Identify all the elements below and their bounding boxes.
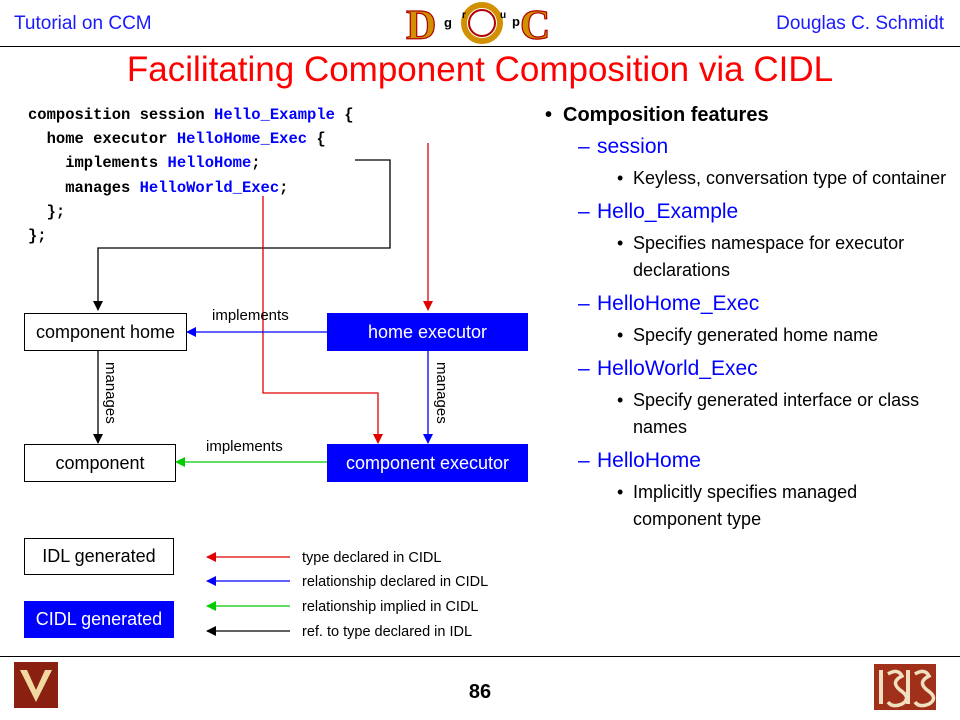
code-keyword: home executor <box>28 130 177 149</box>
code-keyword: implements <box>28 154 168 173</box>
composition-features-list: Composition features –session Keyless, c… <box>545 104 950 541</box>
svg-text:D: D <box>406 3 436 46</box>
manages-label-right: manages <box>433 362 450 424</box>
desc-hellohome-exec: Specify generated home name <box>545 322 950 349</box>
code-identifier: HelloHome <box>167 154 252 173</box>
page-number: 86 <box>468 681 492 703</box>
slide-title: Facilitating Component Composition via C… <box>126 50 834 89</box>
legend-cidl-generated-box: CIDL generated <box>24 601 174 638</box>
implements-label-top: implements <box>212 307 289 324</box>
code-keyword: ; <box>251 154 261 173</box>
term-hello-example: –Hello_Example <box>578 200 739 223</box>
header-author: Douglas C. Schmidt <box>776 13 944 34</box>
svg-text:C: C <box>520 3 550 46</box>
component-home-box: component home <box>24 313 187 351</box>
desc-hellohome: Implicitly specifies managed component t… <box>545 479 950 533</box>
term-hellohome: –HelloHome <box>578 449 701 472</box>
code-line: composition session Hello_Example { <box>28 103 354 127</box>
svg-text:p: p <box>512 14 520 29</box>
code-keyword: }; <box>28 202 66 221</box>
component-executor-box: component executor <box>327 444 528 482</box>
header-divider <box>0 46 960 47</box>
legend-text-relationship-declared: relationship declared in CIDL <box>302 574 488 590</box>
vanderbilt-logo <box>14 662 58 708</box>
svg-text:g: g <box>444 15 452 30</box>
code-keyword: { <box>307 130 326 149</box>
implements-label-bottom: implements <box>206 438 283 455</box>
term-helloworld-exec: –HelloWorld_Exec <box>578 357 758 380</box>
doc-group-logo: D C g r u p <box>402 2 558 46</box>
code-keyword: }; <box>28 227 47 246</box>
code-identifier: Hello_Example <box>214 106 335 124</box>
header-course-title: Tutorial on CCM <box>14 13 152 34</box>
home-executor-box: home executor <box>327 313 528 351</box>
component-box: component <box>24 444 176 482</box>
code-line: }; <box>28 200 354 224</box>
idl-ref-arrow <box>93 159 391 311</box>
term-hellohome-exec: –HelloHome_Exec <box>578 292 760 315</box>
code-keyword: composition session <box>28 106 215 124</box>
bullet-heading: Composition features <box>545 104 950 127</box>
desc-helloworld-exec: Specify generated interface or class nam… <box>545 387 950 441</box>
legend-text-relationship-implied: relationship implied in CIDL <box>302 599 479 615</box>
svg-text:r: r <box>462 10 466 21</box>
desc-hello-example: Specifies namespace for executor declara… <box>545 230 950 284</box>
manages-label-left: manages <box>102 362 119 424</box>
legend-text-idl-ref: ref. to type declared in IDL <box>302 624 472 640</box>
code-line: home executor HelloHome_Exec { <box>28 127 354 151</box>
code-identifier: HelloWorld_Exec <box>139 178 280 197</box>
desc-session: Keyless, conversation type of container <box>545 165 950 192</box>
code-line: implements HelloHome; <box>28 151 354 175</box>
cidl-code-block: composition session Hello_Example { home… <box>28 103 354 248</box>
code-line: manages HelloWorld_Exec; <box>28 176 354 200</box>
term-session: –session <box>578 135 669 158</box>
isis-logo <box>874 664 936 710</box>
code-keyword: ; <box>279 178 289 197</box>
legend-text-type-declared: type declared in CIDL <box>302 550 441 566</box>
code-keyword: { <box>334 106 354 124</box>
legend-idl-generated-box: IDL generated <box>24 538 174 575</box>
red-arrow-component-executor <box>262 196 383 444</box>
code-keyword: manages <box>28 178 140 197</box>
code-line: }; <box>28 224 354 248</box>
footer-divider <box>0 656 960 657</box>
code-identifier: HelloHome_Exec <box>176 130 308 149</box>
svg-text:u: u <box>500 10 506 21</box>
